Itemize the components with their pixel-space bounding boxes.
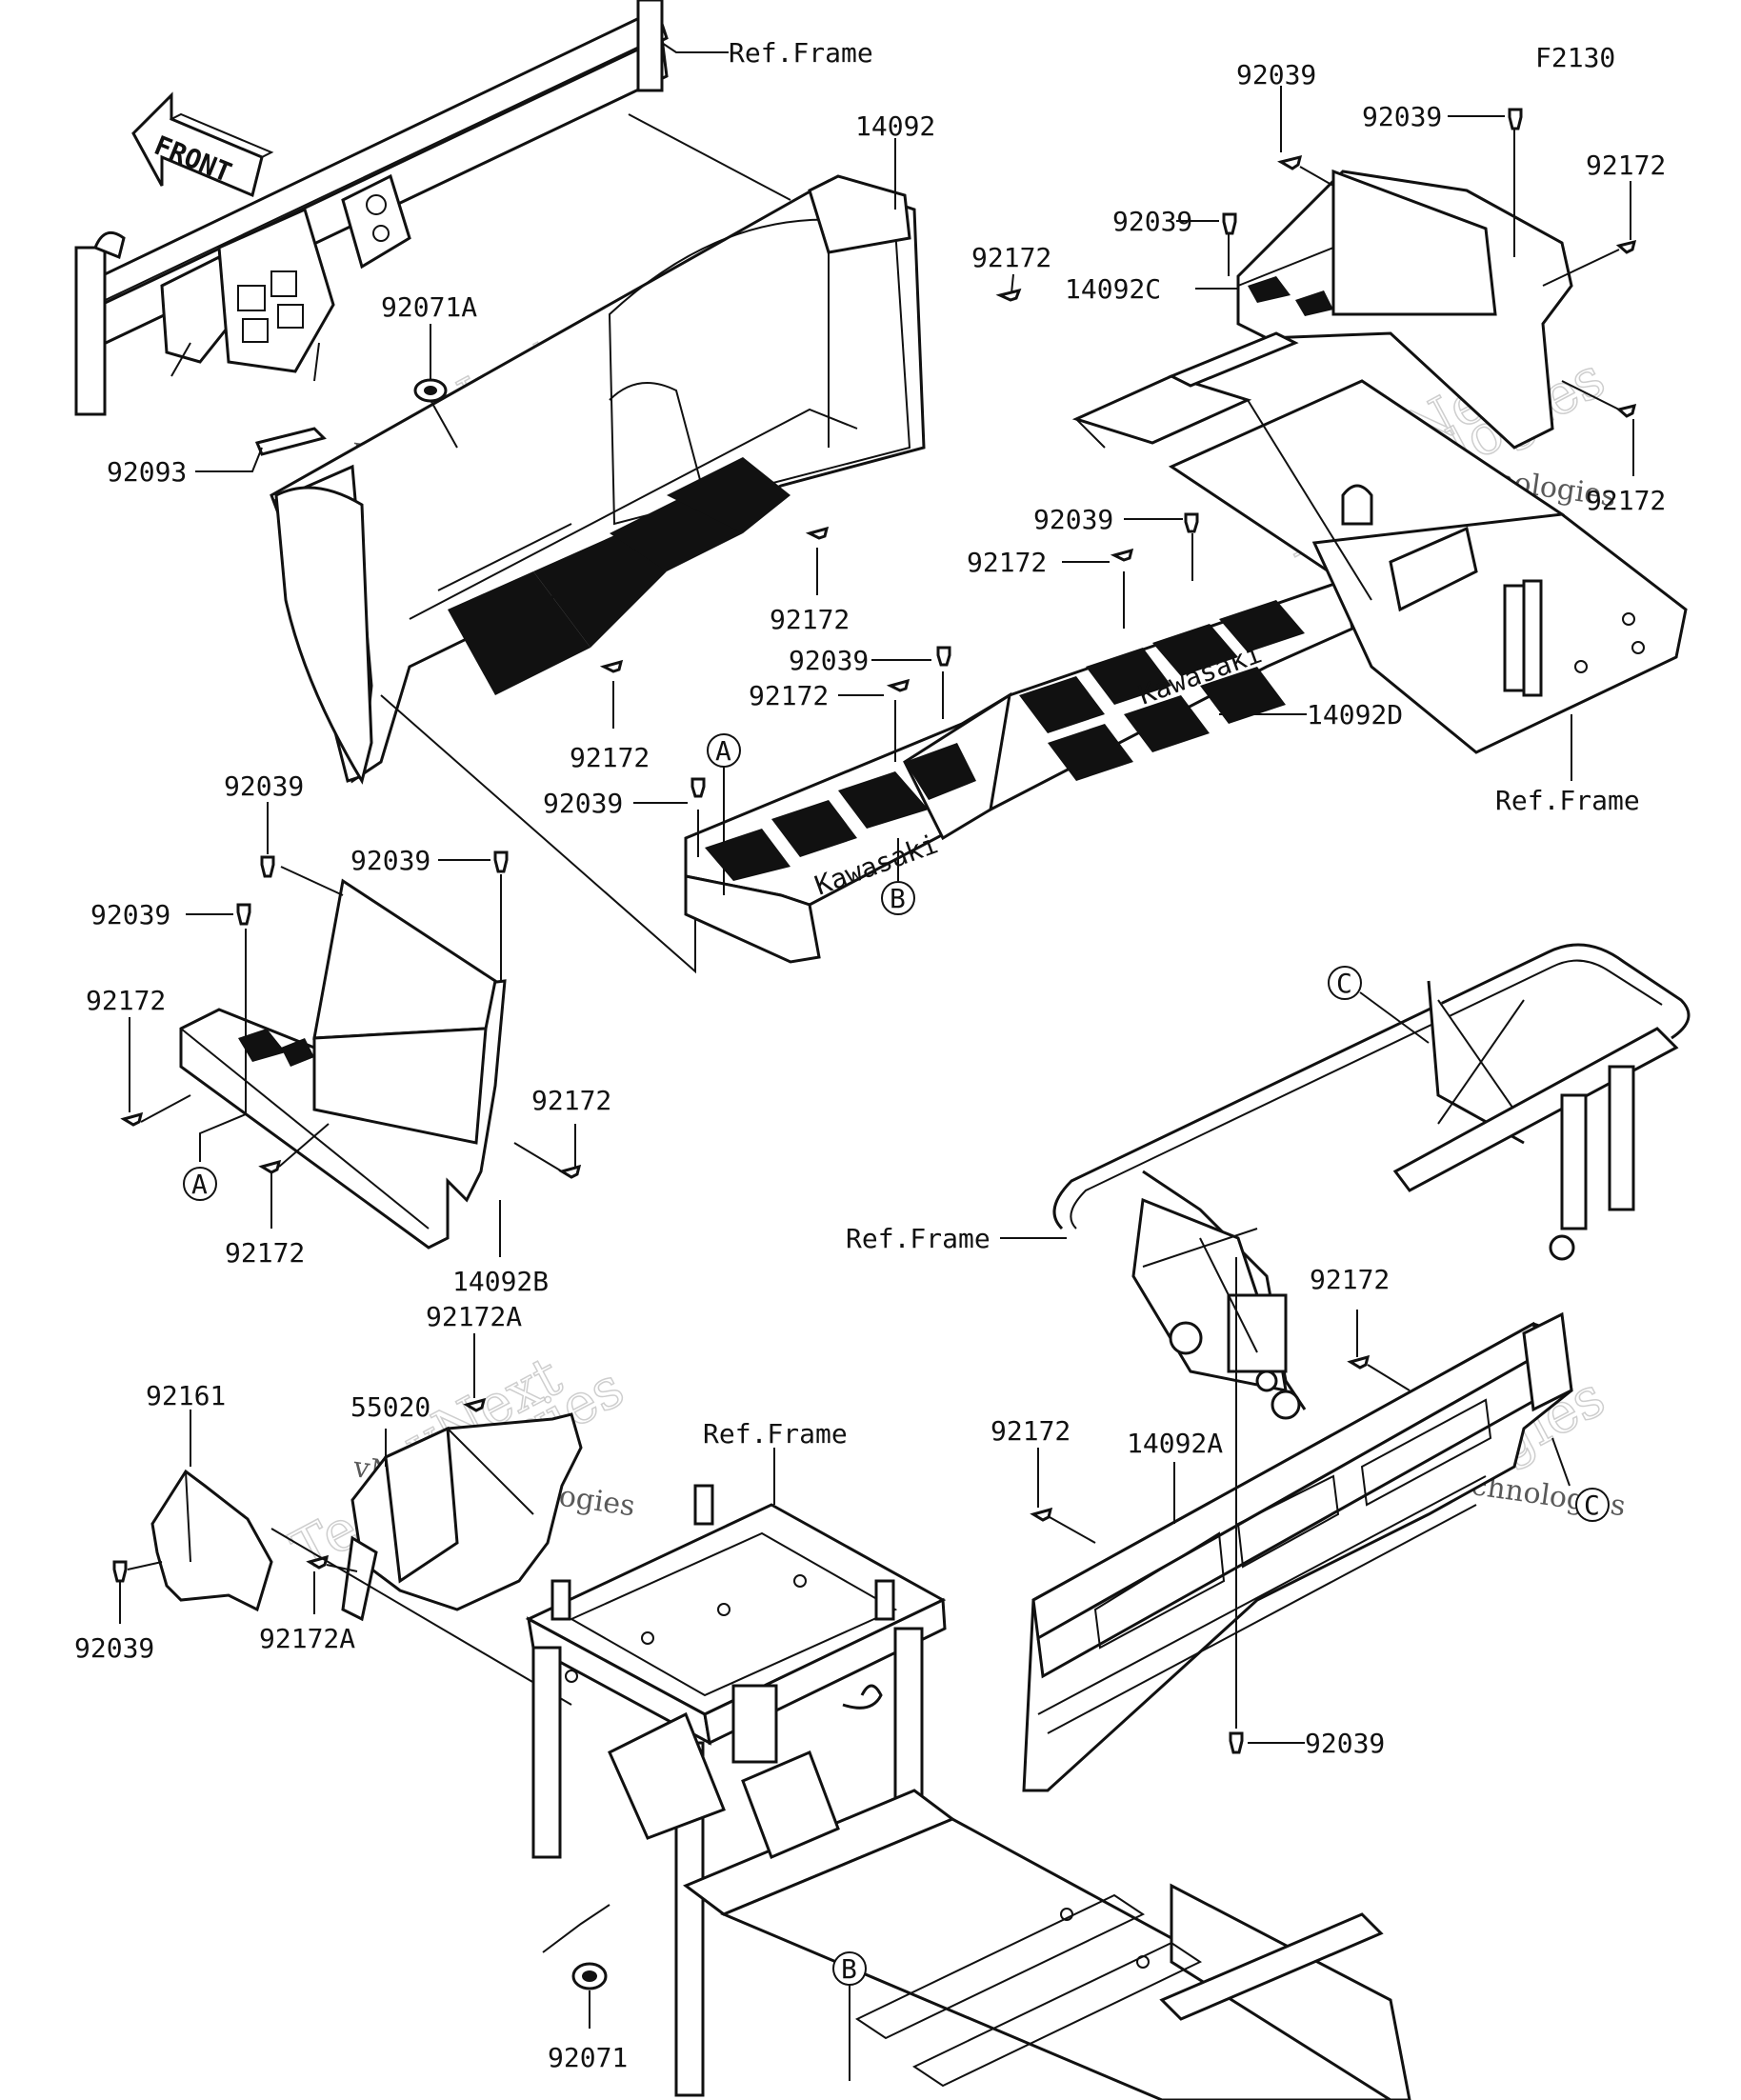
label-92172: 92172 — [1586, 150, 1666, 181]
marker-a-label: A — [715, 735, 731, 767]
label-92071: 92071 — [548, 2042, 628, 2073]
callout-marker-a: A — [707, 733, 741, 895]
label-92039: 92039 — [90, 899, 170, 930]
clips-55020: 92172A 92172A — [259, 1301, 522, 1654]
label-92172: 92172 — [967, 547, 1047, 578]
part-14092C-side-panel — [1236, 169, 1573, 450]
clips-14092: 92172 92172 92172 — [570, 242, 1051, 773]
callout-marker-c-top: C — [1328, 966, 1430, 1044]
label-92039: 92039 — [1305, 1728, 1385, 1759]
label-14092: 14092 — [855, 110, 935, 142]
ref-frame-callout-bottom: Ref.Frame — [703, 1418, 848, 1505]
part-14092A-rear-panel — [1022, 1311, 1573, 1792]
part-92071A-grommet: 92071A — [381, 291, 477, 449]
label-92039: 92039 — [1236, 59, 1316, 90]
marker-b-label: B — [841, 1953, 857, 1985]
callout-marker-c-bottom: C — [1551, 1437, 1610, 1522]
front-floor-mat-pattern — [448, 457, 790, 695]
label-14092A: 14092A — [1127, 1428, 1223, 1459]
front-frame-section — [74, 0, 791, 416]
label-92039: 92039 — [789, 645, 869, 676]
part-14092D-floor-mat: Kawasaki Kawasaki — [684, 579, 1354, 964]
label-92039: 92039 — [543, 788, 623, 819]
center-floor-mat-pattern — [705, 600, 1305, 881]
marker-a-label: A — [191, 1169, 208, 1200]
reference-line-duct — [270, 1528, 572, 1706]
label-92172: 92172 — [749, 680, 829, 711]
clips-14092C: 92039 92039 92039 92172 92172 — [1112, 59, 1666, 516]
label-92172A: 92172A — [426, 1301, 522, 1332]
reference-line-a — [380, 694, 696, 974]
label-14092C: 14092C — [1065, 273, 1161, 305]
callout-marker-b-bottom: B — [832, 1951, 867, 2081]
part-92039-clip-bottom-left: 92039 — [74, 1560, 163, 1664]
callout-14092B: 14092B — [452, 1200, 549, 1297]
marker-b-label: B — [890, 883, 906, 914]
label-14092D: 14092D — [1307, 699, 1403, 730]
label-92172: 92172 — [770, 604, 850, 635]
label-92039: 92039 — [1033, 504, 1113, 535]
ref-frame-label: Ref.Frame — [703, 1418, 848, 1450]
ref-frame-label: Ref.Frame — [846, 1223, 991, 1254]
callout-marker-a-left: A — [183, 1113, 247, 1201]
part-92161-cover: 92161 — [146, 1380, 273, 1612]
ref-frame-callout-right: Ref.Frame — [1495, 714, 1640, 816]
callout-marker-b: B — [881, 838, 915, 915]
part-14092-panel — [270, 174, 926, 785]
main-chassis-frame — [525, 1484, 1411, 2100]
label-92071A: 92071A — [381, 291, 477, 323]
label-92039: 92039 — [74, 1632, 154, 1664]
label-14092B: 14092B — [452, 1266, 549, 1297]
diagram-code: F2130 — [1535, 42, 1615, 73]
callout-55020: 55020 — [350, 1391, 430, 1467]
label-55020: 55020 — [350, 1391, 430, 1423]
label-92039: 92039 — [1112, 206, 1192, 237]
label-92039: 92039 — [224, 770, 304, 802]
ref-frame-label: Ref.Frame — [729, 37, 873, 69]
front-direction-arrow: FRONT — [131, 91, 274, 198]
part-55020-duct — [341, 1412, 583, 1622]
rear-cargo-frame — [1052, 943, 1691, 1420]
callout-14092: 14092 — [855, 110, 935, 210]
label-92172: 92172 — [971, 242, 1051, 273]
callout-14092A: 14092A — [1127, 1428, 1223, 1524]
callout-14092C: 14092C — [1065, 273, 1238, 305]
marker-c-label: C — [1584, 1490, 1600, 1521]
clips-14092D: 92039 92172 92039 92172 92039 — [543, 504, 1199, 857]
part-92071-grommet: 92071 — [542, 1904, 628, 2073]
ref-frame-label: Ref.Frame — [1495, 785, 1640, 816]
label-92172: 92172 — [1310, 1264, 1390, 1295]
label-92172: 92172 — [531, 1085, 611, 1116]
callout-14092D: 14092D — [1219, 699, 1403, 730]
label-92093: 92093 — [107, 456, 187, 488]
label-92172: 92172 — [86, 985, 166, 1016]
clips-14092A: 92172 92172 92039 — [991, 1257, 1411, 1759]
label-92172: 92172 — [570, 742, 650, 773]
label-92039: 92039 — [1362, 101, 1442, 132]
ref-frame-callout-mid: Ref.Frame — [846, 1223, 1067, 1254]
part-92093-strip: 92093 — [107, 427, 327, 488]
label-92172: 92172 — [991, 1415, 1071, 1447]
label-92039: 92039 — [350, 845, 430, 876]
label-92172A: 92172A — [259, 1623, 355, 1654]
clips-14092B: 92039 92039 92039 92172 92172 92172 — [86, 770, 611, 1269]
label-92161: 92161 — [146, 1380, 226, 1411]
label-92172: 92172 — [1586, 485, 1666, 516]
part-14092B-side-panel — [179, 878, 507, 1250]
label-92172: 92172 — [225, 1237, 305, 1269]
rear-frame-section-top — [1071, 331, 1688, 754]
ref-frame-callout-top: Ref.Frame — [661, 37, 873, 69]
marker-c-label: C — [1336, 968, 1352, 999]
